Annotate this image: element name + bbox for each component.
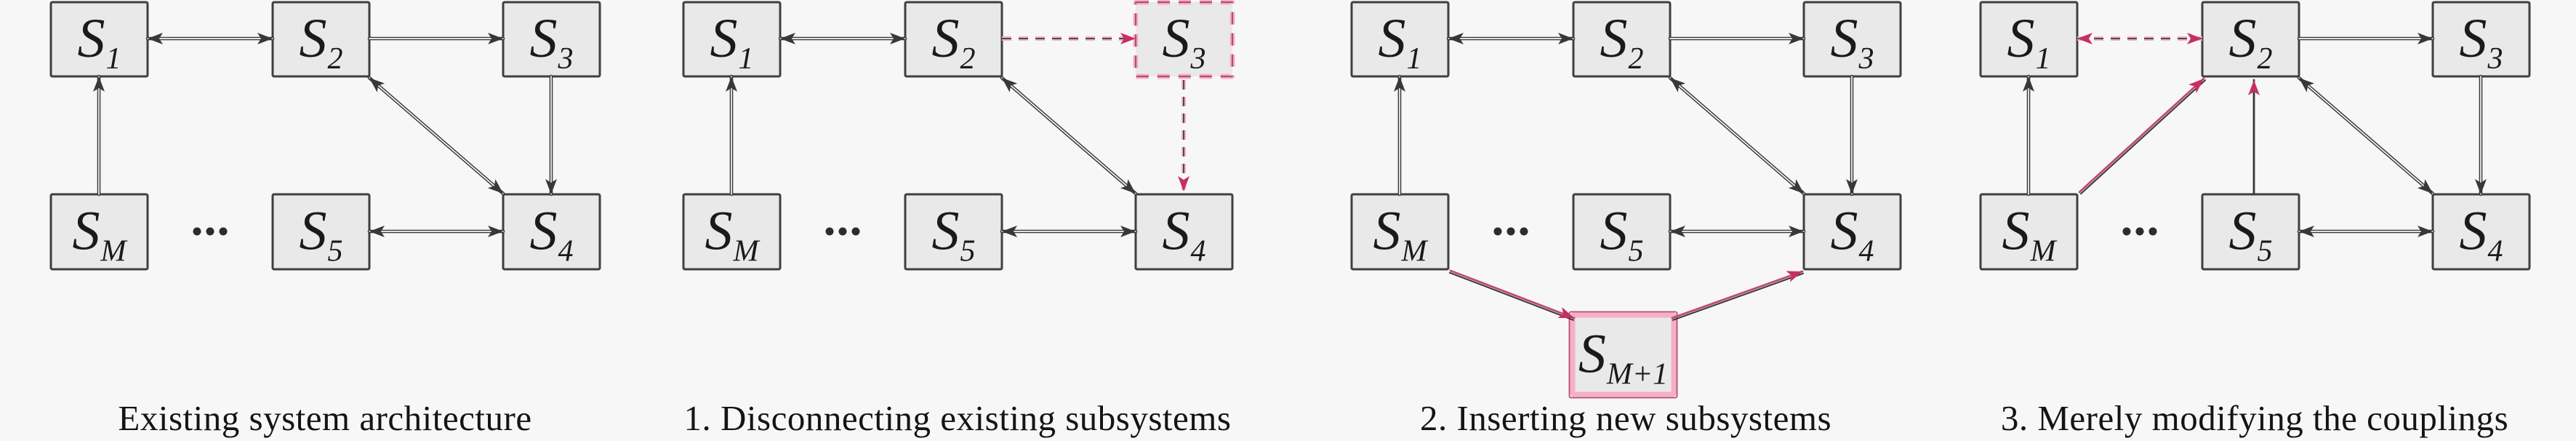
edge-s2-s4-arrowhead (1120, 179, 1136, 194)
edge-s2-s4-arrowhead (2417, 179, 2433, 194)
edge-s2-s3-arrowhead (488, 33, 503, 44)
ellipsis-dot-3 (2148, 227, 2157, 236)
subsystem-box-outline-SM1 (1568, 311, 1678, 399)
edge-s2-s3-arrowhead (1789, 33, 1804, 44)
subsystem-label-S2: S2 (300, 8, 343, 76)
ellipsis-dot-1 (1493, 227, 1502, 236)
edge-s2-s4-arrowhead (369, 78, 385, 92)
ellipsis-dot-3 (851, 227, 860, 236)
subsystem-label-S4: S4 (1831, 201, 1874, 269)
edge-s1-s2-modified-arrowhead (2187, 33, 2202, 44)
ellipsis-dot-1 (193, 227, 201, 236)
subsystem-label-S2: S2 (1600, 8, 1644, 76)
subsystem-label-S5: S5 (1600, 201, 1644, 269)
edge-s2-s4-arrowhead (487, 179, 503, 194)
edge-s2-s3-disconnect-arrowhead (1120, 33, 1136, 44)
edge-s5-s2-modified-arrowhead (2248, 80, 2260, 95)
edge-s5-s4-arrowhead (2417, 226, 2433, 237)
edge-s5-s4-arrowhead (1120, 226, 1136, 237)
subsystem-label-SM: SM (2002, 201, 2058, 269)
subsystem-label-S3: S3 (1163, 8, 1206, 76)
ellipsis-dot-3 (219, 227, 228, 236)
edge-sm1-s4-new-arrowhead (1786, 271, 1802, 282)
subsystem-label-S4: S4 (530, 201, 574, 269)
edge-sm-s1-arrowhead (2023, 76, 2034, 92)
panel-caption-4: 3. Merely modifying the couplings (2000, 398, 2509, 438)
edge-s5-s4-arrowhead (1670, 226, 1685, 237)
subsystem-label-SM: SM (1373, 201, 1429, 269)
subsystem-label-S5: S5 (300, 201, 343, 269)
ellipsis-dot-3 (1520, 227, 1528, 236)
subsystem-label-SM1: SM+1 (1578, 324, 1668, 392)
edge-s1-s2-arrowhead (890, 33, 905, 44)
subsystem-label-S2: S2 (2229, 8, 2273, 76)
edge-s2-s3-arrowhead (2417, 33, 2433, 44)
subsystem-label-S5: S5 (932, 201, 976, 269)
edge-s1-s2-modified-arrowhead (2077, 33, 2093, 44)
ellipsis-dot-2 (2135, 227, 2144, 236)
edge-s1-s2-arrowhead (1558, 33, 1573, 44)
edge-sm-sm1-new-arrowhead (1557, 307, 1574, 318)
panel-caption-1: Existing system architecture (118, 398, 532, 438)
edge-sm-s1-arrowhead (93, 76, 105, 92)
subsystem-label-S1: S1 (1379, 8, 1422, 76)
edge-sm-s1-arrowhead (726, 76, 737, 92)
subsystem-label-S1: S1 (2007, 8, 2051, 76)
edge-s5-s4-arrowhead (2299, 226, 2314, 237)
edge-s3-s4-arrowhead (1846, 179, 1858, 194)
edge-sm-s1-arrowhead (1394, 76, 1405, 92)
edge-s1-s2-arrowhead (780, 33, 795, 44)
edge-s5-s4-arrowhead (369, 226, 385, 237)
edge-s1-s2-arrowhead (1448, 33, 1464, 44)
subsystem-box-SM1 (1570, 312, 1677, 397)
edge-s2-s4-arrowhead (1670, 78, 1686, 92)
subsystem-box-dash-S3 (1134, 1, 1234, 78)
edge-s5-s4-arrowhead (1002, 226, 1017, 237)
subsystem-label-S1: S1 (78, 8, 121, 76)
panel-caption-3: 2. Inserting new subsystems (1419, 398, 1832, 438)
subsystem-label-SM: SM (705, 201, 761, 269)
edge-s1-s2-arrowhead (257, 33, 273, 44)
ellipsis-dot-1 (2122, 227, 2131, 236)
edge-sm-s2-new (2078, 77, 2205, 194)
edge-s2-s4-arrowhead (1002, 78, 1018, 92)
subsystem-label-S3: S3 (530, 8, 574, 76)
subsystem-label-S5: S5 (2229, 201, 2273, 269)
subsystem-label-S2: S2 (932, 8, 976, 76)
edge-s2-s4-arrowhead (1788, 179, 1804, 194)
edge-sm1-s4-new (1671, 270, 1804, 319)
subsystem-label-S3: S3 (1831, 8, 1874, 76)
panel-caption-2: 1. Disconnecting existing subsystems (683, 398, 1232, 438)
edge-sm-s2-new-arrowhead (2188, 79, 2204, 94)
edge-s3-s4-disconnect-arrowhead (1178, 176, 1189, 191)
edge-s2-s4-arrowhead (2299, 78, 2315, 92)
edge-s5-s4-arrowhead (488, 226, 503, 237)
subsystem-label-S4: S4 (1163, 201, 1206, 269)
edge-sm-sm1-new (1449, 269, 1576, 319)
ellipsis-dot-2 (838, 227, 847, 236)
edge-s1-s2-arrowhead (148, 33, 163, 44)
ellipsis-dot-2 (1506, 227, 1515, 236)
ellipsis-dot-1 (825, 227, 834, 236)
ellipsis-dot-2 (206, 227, 214, 236)
subsystem-label-S3: S3 (2460, 8, 2503, 76)
subsystem-label-SM: SM (73, 201, 128, 269)
subsystem-label-S4: S4 (2460, 201, 2503, 269)
subsystem-label-S1: S1 (710, 8, 754, 76)
edge-s5-s4-arrowhead (1789, 226, 1804, 237)
edge-s3-s4-arrowhead (2475, 179, 2487, 194)
edge-s3-s4-arrowhead (545, 179, 557, 194)
